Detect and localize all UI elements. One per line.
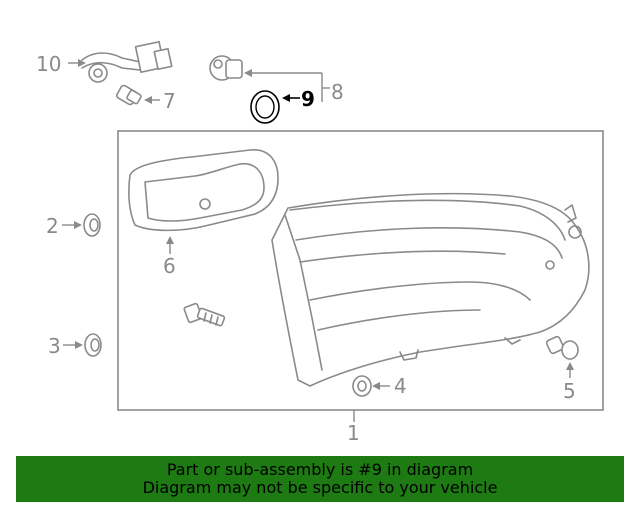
part-4-washer[interactable] xyxy=(352,375,390,397)
info-banner: Part or sub-assembly is #9 in diagram Di… xyxy=(16,456,624,502)
callout-1: 1 xyxy=(347,421,360,445)
callout-5: 5 xyxy=(563,379,576,403)
bolt-part[interactable] xyxy=(183,302,226,327)
banner-line-1: Part or sub-assembly is #9 in diagram xyxy=(166,460,474,479)
part-5-clip[interactable] xyxy=(545,335,579,378)
callout-8: 8 xyxy=(331,80,344,104)
callout-6: 6 xyxy=(163,254,176,278)
callout-10: 10 xyxy=(36,52,61,76)
part-6-seal[interactable] xyxy=(128,149,279,254)
part-3-grommet[interactable] xyxy=(63,333,102,357)
callout-7: 7 xyxy=(163,89,176,113)
part-1-lamp-housing[interactable] xyxy=(271,192,590,422)
assembly-box xyxy=(117,130,604,411)
callout-4: 4 xyxy=(394,374,407,398)
part-8-socket[interactable] xyxy=(209,55,330,102)
part-9-gasket[interactable] xyxy=(250,90,300,124)
part-7-bulb[interactable] xyxy=(116,84,160,106)
callout-3: 3 xyxy=(48,334,61,358)
callout-2: 2 xyxy=(46,214,59,238)
callout-9: 9 xyxy=(301,87,315,111)
banner-line-2: Diagram may not be specific to your vehi… xyxy=(142,478,498,497)
part-2-grommet[interactable] xyxy=(62,213,101,237)
part-10-harness[interactable] xyxy=(68,40,173,83)
